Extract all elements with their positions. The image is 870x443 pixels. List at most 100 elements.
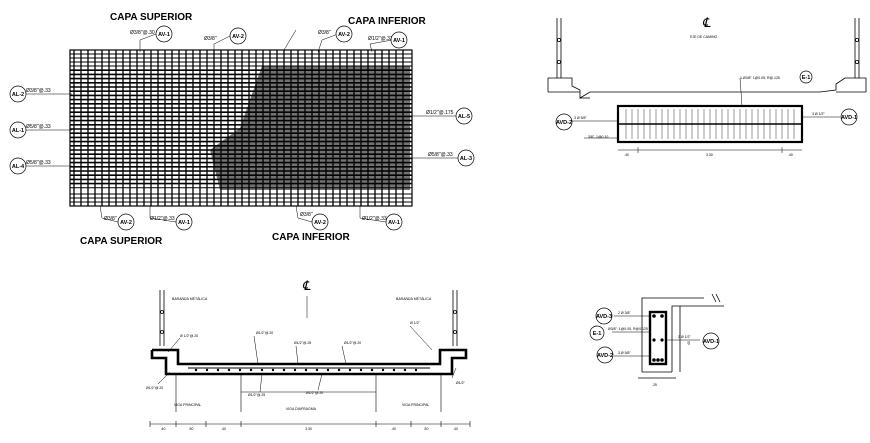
stirrup — [648, 310, 668, 366]
title-capa-inferior-bottom: CAPA INFERIOR — [272, 232, 351, 243]
bubble-al2: AL-2 — [12, 92, 24, 98]
deck-rebar-dot — [227, 368, 231, 372]
bubble-avd1-detail: AVD-1 — [703, 339, 719, 345]
sec-tag-s8: Ø1/2"@.20 — [306, 391, 323, 395]
tag-t3: Ø3/8" — [318, 30, 331, 36]
sec-tag-s7: Ø1/2"@.20 — [146, 386, 163, 390]
beam-tag-left2: 3/8", 1@0.10 — [588, 135, 608, 139]
deck-rebar-dot — [381, 368, 385, 372]
viga-principal-right: VIGA PRINCIPAL — [402, 403, 429, 407]
baranda-right-label: BARANDA METÁLICA — [396, 297, 432, 301]
centerline-symbol-section: ℄ — [302, 279, 311, 294]
tag-t13: Ø1/2"@.33 — [362, 216, 387, 222]
bubble-e1-beam: E-1 — [802, 75, 811, 81]
deck-rebar-dot — [249, 368, 253, 372]
deck-rebar-dot — [304, 368, 308, 372]
rebar-lower-layer — [210, 66, 410, 190]
detail-outline — [638, 293, 724, 379]
deck-rebar-dot — [326, 368, 330, 372]
section-leaders — [150, 325, 470, 425]
bubble-av2-top-right: AV-2 — [338, 32, 350, 38]
sec-tag-s4: Ø1/2"@.20 — [344, 341, 361, 345]
section-dim-label: .40 — [221, 427, 226, 431]
detail-dim-height: .40 — [687, 341, 691, 346]
bubble-av2-bottom-left: AV-2 — [120, 220, 132, 226]
sec-tag-s2: Ø1/2"@.20 — [256, 331, 273, 335]
beam-dim-left: .40 — [624, 153, 629, 157]
deck-rebar-dot — [216, 368, 220, 372]
bubble-av1-bottom-right: AV-1 — [388, 220, 400, 226]
sec-tag-s5: Ø1/2"@.25 — [248, 393, 265, 397]
title-capa-inferior-top: CAPA INFERIOR — [348, 16, 427, 27]
centerline-symbol-beam: ℄ — [702, 16, 711, 31]
beam-stirrups — [625, 109, 795, 139]
beam-tag-top: 1 Ø3/8" 1@0.05, R@.125 — [740, 76, 780, 80]
tag-t5: Ø3/8"@.33 — [26, 88, 51, 94]
bubble-e1-detail: E-1 — [593, 331, 602, 337]
bubble-av1-top-right: AV-1 — [393, 38, 405, 44]
bubble-al5: AL-5 — [458, 114, 470, 120]
bubble-av1-bottom-left: AV-1 — [178, 220, 190, 226]
detail-bubbles — [589, 307, 720, 364]
rebar-mesh — [70, 50, 412, 206]
detail-tag-bottom: 3 Ø 5/8" — [618, 351, 631, 355]
deck-rebar-dot — [403, 368, 407, 372]
deck-rebar-dots — [194, 368, 418, 372]
title-capa-superior-top: CAPA SUPERIOR — [110, 12, 193, 23]
bubble-av1-top-left: AV-1 — [158, 32, 170, 38]
sec-tag-s6: Ø 1/2" — [410, 321, 421, 325]
beam-bubbles — [555, 70, 858, 131]
bubble-av2-bottom-right: AV-2 — [314, 220, 326, 226]
tag-t9: Ø5/8"@.33 — [428, 152, 453, 158]
deck-rebar-dot — [293, 368, 297, 372]
bubble-avd2-detail: AVD-2 — [597, 353, 613, 359]
detail-tag-mid: Ø3/8", 1@0.05, R@0.125 — [608, 327, 648, 331]
sec-tag-s3: Ø1/2"@.25 — [294, 341, 311, 345]
tag-t10: Ø3/8" — [104, 216, 117, 222]
bubble-avd1-beam: AVD-1 — [841, 115, 857, 121]
tag-t8: Ø1/2"@.175 — [426, 110, 454, 116]
beam-dim-mid: 3.30 — [706, 153, 713, 157]
detail-leaders — [612, 315, 700, 357]
bubble-av2-top-left: AV-2 — [232, 34, 244, 40]
deck-rebar-dot — [348, 368, 352, 372]
bubble-al1: AL-1 — [12, 128, 24, 134]
detail-dim-width: .25 — [652, 383, 657, 387]
deck-slab-outline — [150, 348, 468, 376]
tag-t6: Ø5/8"@.33 — [26, 124, 51, 130]
deck-rebar-dot — [337, 368, 341, 372]
beam-dim-right: .40 — [788, 153, 793, 157]
deck-rebar-dot — [414, 368, 418, 372]
deck-rebar-dot — [315, 368, 319, 372]
section-railings — [159, 290, 458, 346]
detail-tag-right: 2 Ø 1/2" — [678, 335, 691, 339]
sec-tag-s9: Ø1/2" — [456, 381, 466, 385]
viga-diafragma: VIGA DIAFRAGMA — [286, 407, 317, 411]
beam-leaders — [572, 77, 840, 153]
tag-t11: Ø1/2"@.33 — [150, 216, 175, 222]
section-dim-label: .40 — [453, 427, 458, 431]
detail-bars — [652, 314, 664, 362]
deck-rebar-dot — [194, 368, 198, 372]
sec-tag-s1: Ø 1/2"@.20 — [180, 334, 198, 338]
deck-rebar-dot — [205, 368, 209, 372]
bubble-al4: AL-4 — [12, 164, 25, 170]
detail-tag-top: 2 Ø 3/8" — [618, 311, 631, 315]
plan-leaders — [26, 29, 458, 223]
slab-outline — [69, 49, 413, 207]
viga-principal-left: VIGA PRINCIPAL — [174, 403, 201, 407]
beam-section-detail: 2 Ø 3/8" Ø3/8", 1@0.05, R@0.125 2 Ø 1/2"… — [589, 293, 724, 387]
bubble-avd2-beam: AVD-2 — [556, 120, 572, 126]
slab-reinforcement-plan: CAPA SUPERIOR CAPA INFERIOR CAPA SUPERIO… — [9, 12, 475, 247]
tag-t1: Ø3/8"@.30 — [130, 30, 155, 36]
section-dim-label: .40 — [391, 427, 396, 431]
section-dim-label: .50 — [189, 427, 194, 431]
beam-tag-right: 3 Ø 1/2" — [812, 112, 825, 116]
bubble-avd3: AVD-3 — [596, 314, 612, 320]
section-beams — [175, 374, 442, 412]
deck-rebar-dot — [271, 368, 275, 372]
tag-t2: Ø3/8" — [204, 36, 217, 42]
section-dim-label: .50 — [424, 427, 429, 431]
